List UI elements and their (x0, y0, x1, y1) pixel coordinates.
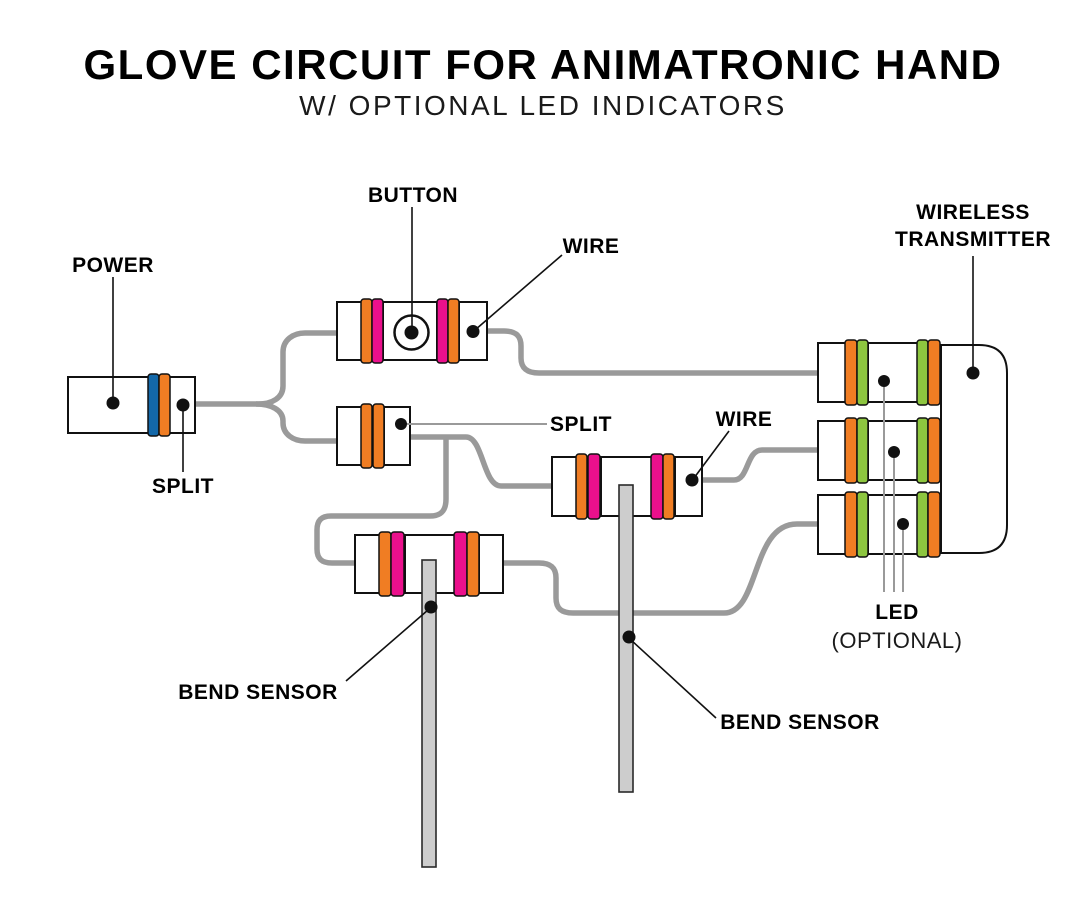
led3-bar-orange-l (844, 491, 858, 558)
led1-dot (878, 375, 890, 387)
led1-module (867, 342, 919, 403)
wire1-dot (466, 325, 480, 338)
led1-bar-orange-r (927, 339, 941, 406)
led1-bar-orange-l (844, 339, 858, 406)
wire-split2-to-midsensor (410, 434, 552, 489)
button-dot (404, 325, 419, 340)
bend-left-pointer (345, 609, 429, 682)
leftsensor-bar-pink-l (390, 531, 405, 597)
button-left-tab (336, 301, 363, 361)
led3-tab (817, 494, 847, 555)
button-bar-orange-l (360, 298, 373, 364)
connector-bars (147, 298, 941, 597)
led3-bar-orange-r (927, 491, 941, 558)
bend-sensor-stick-left (421, 559, 437, 868)
split1-dot (176, 398, 190, 412)
led-optional-label: (OPTIONAL) (832, 628, 963, 653)
wires (195, 328, 818, 616)
wire2-dot (685, 473, 699, 487)
button-bar-pink-r (436, 298, 449, 364)
bend-left-dot (424, 600, 438, 614)
wire1-label: WIRE (563, 235, 620, 258)
callout-dots (106, 325, 980, 644)
button-bar-orange-r (447, 298, 460, 364)
page-title: GLOVE CIRCUIT FOR ANIMATRONIC HAND (84, 41, 1003, 88)
split2-label: SPLIT (550, 413, 612, 436)
led2-tab (817, 420, 847, 481)
wire-power-to-split2 (255, 401, 337, 444)
led2-bar-orange-l (844, 417, 858, 484)
split2-dot (395, 418, 407, 430)
power-label: POWER (72, 254, 154, 277)
led1-tab (817, 342, 847, 403)
bend-right-dot (622, 630, 636, 644)
midsensor-bar-pink-r (650, 453, 664, 520)
leftsensor-bar-orange-r (466, 531, 480, 597)
wireless-transmitter-label-line1: WIRELESS (916, 201, 1030, 224)
midsensor-left-tab (551, 456, 578, 517)
power-dot (106, 396, 120, 410)
power-blue-bar (147, 373, 160, 437)
wireless-transmitter-body (940, 344, 1008, 554)
page-subtitle: W/ OPTIONAL LED INDICATORS (299, 90, 787, 121)
wireless-transmitter-label-line2: TRANSMITTER (895, 228, 1051, 251)
led3-bar-green-l (856, 491, 869, 558)
split2-bar-orange-2 (372, 403, 385, 469)
leftsensor-bar-pink-r (453, 531, 468, 597)
wire1-pointer (474, 254, 563, 331)
led3-bar-green-r (916, 491, 929, 558)
midsensor-bar-orange-r (662, 453, 675, 520)
wire2-label: WIRE (716, 408, 773, 431)
split2-bar-orange-1 (360, 403, 373, 469)
leftsensor-left-tab (354, 534, 381, 594)
split1-label: SPLIT (152, 475, 214, 498)
split2-left-tab (336, 406, 363, 466)
wire-split2-to-leftsensor (314, 438, 449, 566)
midsensor-right-tab (674, 456, 703, 517)
wire-midsensor-to-transmitter (702, 447, 818, 483)
led1-bar-green-l (856, 339, 869, 406)
button-label: BUTTON (368, 184, 458, 207)
wire-power-to-button (195, 330, 337, 407)
led2-bar-green-l (856, 417, 869, 484)
bend-right-pointer (630, 639, 717, 719)
wire-button-to-transmitter (487, 328, 818, 376)
transmitter-dot (966, 366, 980, 380)
led3-dot (897, 518, 909, 530)
midsensor-bar-orange-l (575, 453, 588, 520)
led2-bar-orange-r (927, 417, 941, 484)
led1-bar-green-r (916, 339, 929, 406)
leftsensor-right-tab (478, 534, 504, 594)
pointer-lines (112, 207, 974, 719)
button-bar-pink-l (371, 298, 384, 364)
led2-bar-green-r (916, 417, 929, 484)
leftsensor-bar-orange-l (378, 531, 392, 597)
bend-sensor-left-label: BEND SENSOR (178, 681, 338, 704)
bend-sensor-right-label: BEND SENSOR (720, 711, 880, 734)
power-orange-bar (158, 373, 171, 437)
led-label: LED (875, 601, 919, 624)
midsensor-bar-pink-l (587, 453, 601, 520)
split2-board (383, 406, 411, 466)
wire2-pointer (693, 430, 730, 479)
wire-leftsensor-to-transmitter (503, 521, 818, 616)
led2-dot (888, 446, 900, 458)
